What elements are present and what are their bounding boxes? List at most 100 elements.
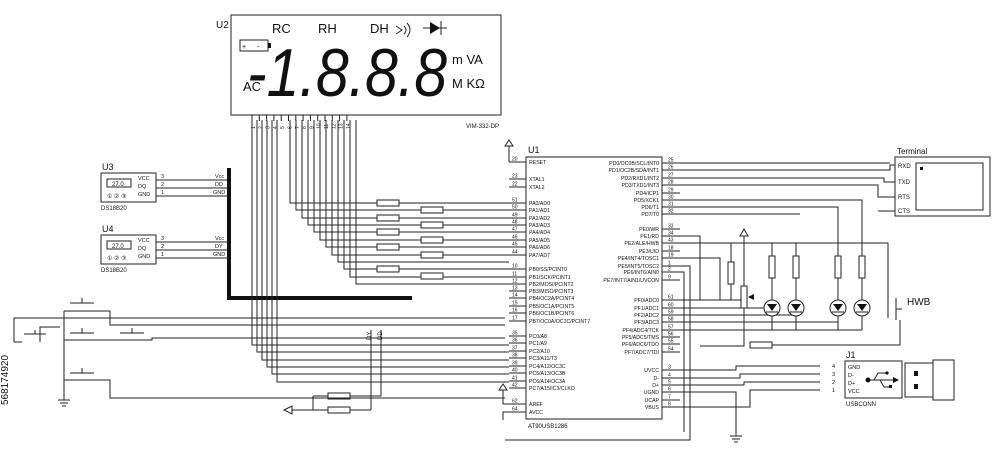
mcu-left-pin-number: 36: [512, 338, 518, 344]
svg-text:D-: D-: [848, 373, 854, 379]
mcu-left-pin-name: PA6/AD6: [529, 245, 550, 251]
svg-text:① ② ③: ① ② ③: [107, 193, 126, 200]
svg-text:+: +: [242, 44, 246, 51]
mcu-left-pin-name: PB7/OC0A/OC1C/PCINT7: [529, 319, 590, 325]
resistor-left: [727, 261, 735, 285]
mcu-right-pin-name: PE4/INT4/TOSC1: [618, 256, 659, 262]
mcu-left-pin-number: 22: [512, 182, 518, 188]
mcu-left-pin-number: 48: [512, 220, 518, 226]
mcu-right-pin-number: 9: [668, 275, 671, 281]
mcu-left-pin-number: 37: [512, 346, 518, 352]
svg-text:DY: DY: [215, 244, 223, 250]
mcu-left-pin-name: PC0/A8: [529, 334, 547, 340]
mcu-right-pin-name: PD5/XCK1: [634, 198, 659, 204]
mcu-right-pin-name: PE2/ALE/HWB: [624, 241, 659, 247]
mcu-left-pin-number: 39: [512, 361, 518, 367]
lcd-part: VIM-332-DP: [466, 124, 499, 130]
svg-text:1: 1: [161, 252, 164, 258]
mcu-right-pin-number: 34: [668, 231, 674, 237]
mcu-right-pin-number: 32: [668, 209, 674, 215]
mcu-right-pin-name: PD6/T1: [641, 205, 659, 211]
terminal-pin-rxd: RXD: [898, 164, 911, 170]
mcu-right-pin-name: PF6/ADC6/TDO: [622, 342, 659, 348]
lcd-body: [230, 14, 502, 116]
hwb-label: HWB: [907, 297, 931, 308]
mcu-left-pin-number: 35: [512, 331, 518, 337]
mcu-right-pin-number: 57: [668, 325, 674, 331]
mcu-right-pin-number: 61: [668, 295, 674, 301]
mcu-left-pin-name: PB5/OC1A/PCINT5: [529, 304, 574, 310]
svg-text:2: 2: [161, 182, 164, 188]
mcu-right-pin-number: 33: [668, 224, 674, 230]
resistor-array-a: [376, 199, 444, 280]
mcu-left-pin-number: 16: [512, 308, 518, 314]
mcu-right-pin-name: PE6/INT6/AIN0: [624, 270, 660, 276]
terminal-screen: [915, 162, 984, 211]
u4-part: DS18B20: [101, 268, 127, 274]
mcu-left-pin-number: 23: [512, 174, 518, 180]
mcu-left-pins: 20RESET23XTAL122XTAL251PA0/AD050PA1/AD14…: [509, 157, 590, 416]
mcu-right-pin-number: 6: [668, 387, 671, 393]
mcu-left-pin-number: 20: [512, 157, 518, 163]
mcu-right-pin-name: PE0/WR: [639, 227, 659, 233]
pushbuttons: [13, 298, 505, 407]
mcu-left-pin-number: 44: [512, 250, 518, 256]
mcu-right-pin-name: PF5/ADC5/TMS: [622, 335, 660, 341]
mcu-left-pin-name: PA0/AD0: [529, 201, 550, 207]
u4-value: 27.0: [112, 244, 124, 250]
lcd-pin-number: 11: [324, 124, 330, 129]
led-1: [763, 299, 781, 317]
mcu-right-pin-name: VBUS: [645, 405, 660, 411]
mcu-left-pin-name: RESET: [529, 160, 547, 166]
mcu-left-pin-number: 41: [512, 376, 518, 382]
mcu-left-pin-number: 13: [512, 286, 518, 292]
mcu-right-pin-number: 59: [668, 310, 674, 316]
mcu-left-pin-number: 50: [512, 205, 518, 211]
mcu-left-pin-number: 46: [512, 235, 518, 241]
mcu-right-pin-name: PF0/ADC0: [634, 298, 659, 304]
net-dy: DY: [367, 332, 373, 340]
led-3: [829, 299, 847, 317]
lcd-pin-number: 12: [331, 123, 337, 129]
lcd-pin-number: 1: [251, 126, 257, 129]
terminal: Terminal RXD TXD RTS CTS: [894, 147, 991, 217]
mcu-left-pin-name: PC6/A14/OC3A: [529, 379, 566, 385]
mcu-right-pin-name: PD3/TXD1/INT3: [622, 183, 660, 189]
mcu-right-pin-number: 30: [668, 195, 674, 201]
sensor-nets: DY DD: [282, 330, 384, 415]
mcu-right-pin-name: PD4/ICP1: [636, 191, 659, 197]
usb-connector: J1 GND D- D+ VCC 4 3 2 1 USBCONN: [832, 350, 955, 408]
mcu-left-pin-name: PA4/AD4: [529, 230, 550, 236]
mcu-right-pin-name: PE1/RD: [640, 234, 659, 240]
u3-pin-gnd: GND: [138, 192, 150, 198]
u3-pin-vcc: VCC: [138, 176, 150, 182]
svg-text:D+: D+: [848, 381, 855, 387]
led-4: [853, 299, 871, 317]
mcu-left-pin-name: PB1/SCK/PCINT1: [529, 275, 571, 281]
lcd-units-bottom: M KΩ: [452, 76, 485, 91]
svg-text:2: 2: [161, 244, 164, 250]
right-wiring: [505, 162, 895, 443]
diode-symbol-icon: [423, 21, 447, 35]
svg-text:2: 2: [832, 380, 835, 386]
svg-text:DD: DD: [215, 182, 223, 188]
mcu-right-pin-name: D+: [652, 383, 659, 389]
mcu-left-pin-number: 51: [512, 198, 518, 204]
lcd-pin-number: 14: [346, 123, 352, 129]
mcu-left-pin-name: PA5/AD5: [529, 238, 550, 244]
mcu-right-pin-name: UCAP: [645, 398, 660, 404]
mcu-left-pin-number: 40: [512, 368, 518, 374]
mcu-left-pin-name: PC7/A15/IC3/CLKO: [529, 386, 575, 392]
battery-icon: + -: [239, 39, 271, 52]
mcu-left-pin-name: PA2/AD2: [529, 216, 550, 222]
lcd-label-rc: RC: [272, 21, 291, 36]
mcu-right-pin-name: PE5/INT5/TOSC2: [618, 264, 659, 270]
lcd-display: U2 RC RH DH + - AC -1.8.8.8 m VA M KΩ VI…: [216, 14, 502, 130]
potentiometer: [740, 285, 748, 309]
power-pins: [498, 139, 514, 420]
mcu-left-pin-number: 15: [512, 301, 518, 307]
mcu-left-pin-number: 47: [512, 227, 518, 233]
lcd-label-ac: AC: [243, 79, 261, 94]
mcu-right-pin-name: UVCC: [644, 368, 659, 374]
